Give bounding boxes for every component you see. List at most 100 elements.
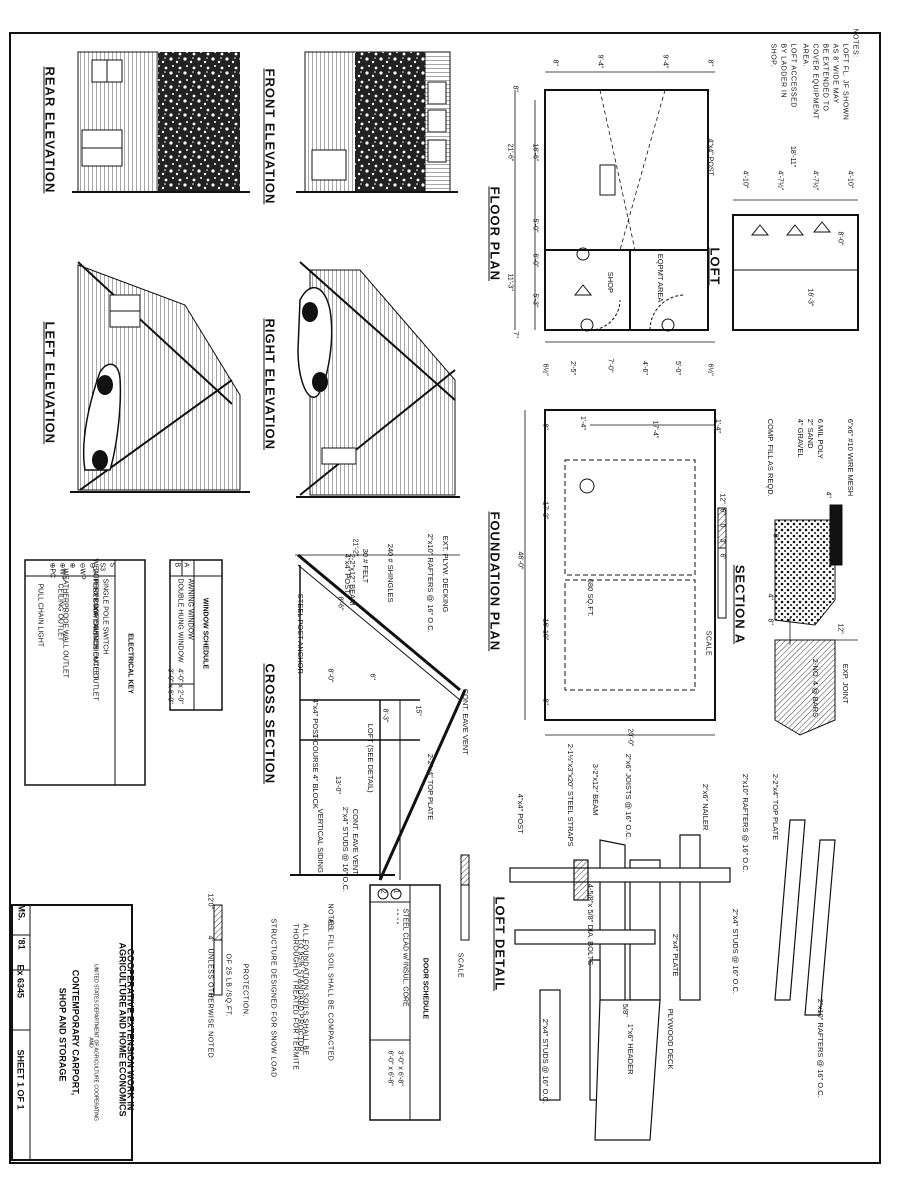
section-a-label: COMP. FILL AS REQD. xyxy=(765,418,775,497)
ek-label: WEATHERPROOF CONVENIENCE OUTLET xyxy=(91,558,99,701)
cs-label: 240 # SHINGLES xyxy=(385,543,395,603)
window-row-mark: A xyxy=(182,562,190,568)
title-block-ex: Ex 6345 xyxy=(15,964,26,999)
top-note-4: BE EXTENDED TO xyxy=(821,43,829,112)
fp-left-dim: 5'-0" xyxy=(531,218,539,233)
cs-label: LOFT (SEE DETAIL) xyxy=(365,723,375,793)
foundation-plan-drawing xyxy=(524,409,716,736)
fdn-dim: 1'-4" xyxy=(579,416,586,430)
ek-symbol: ⊕WP xyxy=(58,562,66,580)
unless-dim: 4' xyxy=(206,935,214,941)
bottom-note: OF 25 LB./SQ.FT. xyxy=(224,953,232,1018)
ld-label: 2"x10" RAFTERS @ 16" O.C. xyxy=(740,773,750,873)
fp-left-dim: 16'-6" xyxy=(531,143,539,162)
section-a-dim: 4" xyxy=(824,491,832,498)
fp-post-label: 4"x4" POST xyxy=(706,138,714,176)
window-row-size: 4'-0" x 2'-0" xyxy=(176,668,184,704)
cs-dim: 6" xyxy=(368,673,376,680)
ek-label: SINGLE POLE SWITCH xyxy=(101,578,109,655)
ld-label: 2"x6" NAILER xyxy=(700,783,710,831)
door-schedule-title: DOOR SCHEDULE xyxy=(421,957,429,1020)
fp-top-dim: 9'-4" xyxy=(661,54,669,69)
loft-title: LOFT xyxy=(707,247,723,286)
loft-inner-dim: 8'-0" xyxy=(836,231,844,246)
ek-symbol: ⊕PC xyxy=(48,562,56,579)
ld-label: 4"x4" POST xyxy=(515,793,525,834)
cs-dim: 13'-0" xyxy=(334,776,341,794)
section-a-drawing xyxy=(774,504,858,736)
cs-dim: 8'-0" xyxy=(326,668,334,683)
bottom-note: STRUCTURE DESIGNED FOR SNOW LOAD xyxy=(269,918,277,1078)
title-block-project2: SHOP AND STORAGE xyxy=(57,987,68,1082)
ek-symbol: S xyxy=(108,562,116,568)
title-block-line2: AGRICULTURE AND HOME ECONOMICS xyxy=(117,942,128,1117)
fp-bottom-dim: 7'-0" xyxy=(606,358,614,373)
ek-symbol: S3 xyxy=(98,562,106,572)
loft-dim: 4'-7½" xyxy=(776,170,784,191)
window-row-size: 3'-0" x 6'-0" xyxy=(166,668,174,704)
door-row-type: " " " " xyxy=(391,908,399,925)
ld-label: 2"x4" STUDS @ 16" O.C. xyxy=(540,1018,550,1104)
room-label-shop: SHOP xyxy=(605,271,615,294)
fp-left-dim: 8" xyxy=(511,85,519,92)
unless-dim: 8' xyxy=(206,993,214,999)
top-note-3: AS 8' WIDE MAY xyxy=(831,43,839,104)
room-label-equipment: EQPMT AREA xyxy=(655,253,665,303)
cs-label: EXT. PLYW. DECKING xyxy=(440,535,450,613)
bottom-note: PROTECTION. xyxy=(241,963,249,1017)
electrical-key-table xyxy=(24,559,146,786)
cs-label: VERTICAL SIDING xyxy=(315,808,325,873)
ld-label: 2-2"x4" TOP PLATE xyxy=(770,773,780,841)
fdn-dim: 8" xyxy=(541,423,549,430)
title-block-year: '81 xyxy=(16,937,27,950)
top-note-9: SHOP. xyxy=(769,43,777,67)
ek-symbol: ⊖ xyxy=(88,562,96,569)
rear-elevation-title: REAR ELEVATION xyxy=(42,66,58,194)
fp-top-dim: 8" xyxy=(706,59,714,66)
right-elevation-title: RIGHT ELEVATION xyxy=(262,318,278,451)
cs-label: CONT. EAVE VENT xyxy=(460,688,470,755)
cross-section-drawing xyxy=(290,553,467,881)
ek-label: WEATHERPROOF WALL OUTLET xyxy=(61,568,69,678)
ek-label: PULL CHAIN LIGHT xyxy=(36,583,44,648)
front-elevation-drawing xyxy=(296,51,458,193)
cs-dim: 8'-6" xyxy=(336,596,344,611)
ld-label: PLYWOOD DECK xyxy=(665,1008,675,1070)
section-a-label: 2" SAND xyxy=(805,418,815,449)
fp-top-dim: 8" xyxy=(551,59,559,66)
door-row-type: STEEL CLAD w/ INSUL. CORE xyxy=(401,908,409,1007)
loft-detail-scale-label: SCALE xyxy=(456,952,464,979)
cs-label: 4"x4" POST xyxy=(310,698,320,739)
top-note-5: COVER EQUIPMENT xyxy=(811,43,819,120)
fp-top-dim: 9'-4" xyxy=(596,54,604,69)
fp-left-dim: 7" xyxy=(511,331,519,338)
fp-left-dim: 6'-0" xyxy=(531,253,539,268)
bottom-note: ALL FILL SOIL SHALL BE COMPACTED xyxy=(326,918,334,1062)
bottom-note: ALL FOUNDATION SOILS SHALL BE xyxy=(301,923,309,1056)
cs-label: 2"x4" STUDS @ 16" O.C. xyxy=(340,806,350,892)
fp-left-dim: 11'-3" xyxy=(506,273,514,291)
fp-bottom-dim: 6½" xyxy=(541,363,549,376)
section-a-dim: 12" xyxy=(836,623,844,634)
ld-label: 2"x10" RAFTERS @ 16" O.C. xyxy=(815,998,825,1098)
top-note-6: AREA. xyxy=(801,43,809,68)
unless-dim: 12'0" xyxy=(206,893,214,910)
ld-label: 2"x4" PLATE xyxy=(670,933,680,977)
ld-label: 1"x6" HEADER xyxy=(625,1023,635,1075)
section-a-label: EXP. JOINT xyxy=(840,663,850,704)
cs-dim: 8'-3" xyxy=(381,708,389,723)
window-schedule-title: WINDOW SCHEDULE xyxy=(201,597,209,670)
section-a-title: SECTION A xyxy=(732,564,748,645)
left-elevation-drawing xyxy=(70,261,250,493)
window-row-type: DOUBLE HUNG WINDOW xyxy=(176,578,184,663)
ld-label: 2"x4" STUDS @ 16" O.C. xyxy=(730,908,740,994)
top-note-8: BY LADDER IN xyxy=(779,43,787,99)
fdn-area: 680 SQ.FT. xyxy=(585,578,595,617)
title-block-and: AND xyxy=(87,1037,94,1048)
window-schedule-table xyxy=(169,559,223,711)
loft-detail-title: LOFT DETAIL xyxy=(492,896,508,992)
loft-dim: 4'-10" xyxy=(741,170,749,189)
ld-label: 4-5/8"x 5/8" DIA. BOLTS xyxy=(585,883,595,966)
title-block-sheet: SHEET 1 OF 1 xyxy=(15,1049,26,1110)
